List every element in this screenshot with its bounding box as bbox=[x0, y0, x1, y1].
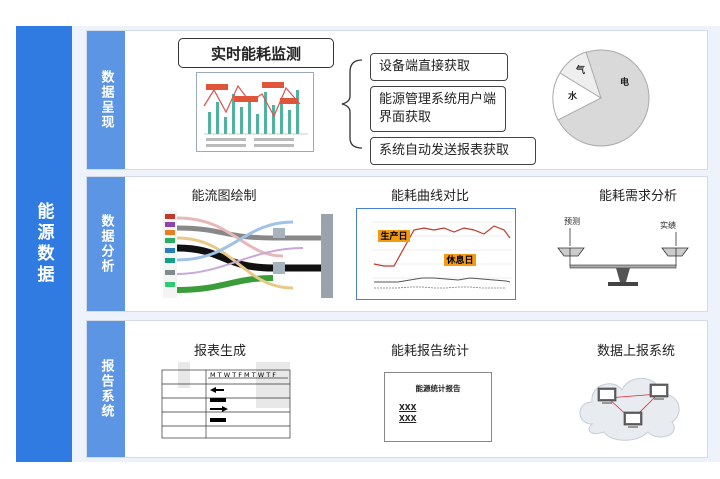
data-report-system-caption: 数据上报系统 bbox=[596, 344, 675, 359]
report-document-title: 能源统计报告 bbox=[415, 384, 461, 393]
monitor-chart-thumbnail bbox=[196, 72, 314, 152]
energy-flow-caption: 能流图绘制 bbox=[191, 189, 257, 204]
curve-compare-caption: 能耗曲线对比 bbox=[390, 189, 469, 204]
source-auto-report: 系统自动发送报表获取 bbox=[370, 137, 536, 165]
row-label-text: 数据分析 bbox=[98, 214, 114, 274]
sankey-diagram bbox=[163, 210, 333, 298]
actual-label: 实绩 bbox=[660, 220, 676, 230]
network-cloud-icon bbox=[579, 377, 680, 441]
rest-day-tag bbox=[444, 254, 476, 266]
report-document-line-2: XXX bbox=[399, 414, 417, 423]
source-bracket bbox=[341, 59, 363, 149]
row-label-analysis: 数据分析 bbox=[87, 177, 125, 311]
row-label-report: 报告系统 bbox=[87, 321, 125, 457]
gantt-report-table: M T W T F M T W T F bbox=[160, 360, 294, 440]
source-device: 设备端直接获取 bbox=[370, 53, 508, 81]
energy-pie-chart: 电 水 气 bbox=[552, 49, 650, 147]
pie-label-water: 水 bbox=[568, 90, 578, 102]
rest-day-label: 休息日 bbox=[445, 254, 473, 266]
pie-slice-water bbox=[552, 72, 603, 121]
production-day-tag bbox=[378, 230, 410, 242]
report-document-line-1: XXX bbox=[399, 403, 417, 412]
curve-compare-chart: 生产日 休息日 bbox=[356, 208, 516, 300]
balance-scale: 预测 实绩 bbox=[557, 216, 689, 286]
report-generation-caption: 报表生成 bbox=[193, 344, 246, 359]
row-label-text: 报告系统 bbox=[98, 359, 114, 419]
demand-analysis-caption: 能耗需求分析 bbox=[598, 189, 677, 204]
gantt-day-headers: M T W T F M T W T F bbox=[210, 371, 276, 379]
source-ems-client: 能源管理系统用户端界面获取 bbox=[370, 86, 506, 132]
sidebar-label: 能源数据 bbox=[33, 202, 54, 286]
report-document: 能源统计报告 XXX XXX bbox=[384, 372, 492, 442]
pie-slice-gas bbox=[559, 51, 602, 100]
production-day-label: 生产日 bbox=[380, 230, 407, 242]
report-statistics-caption: 能耗报告统计 bbox=[390, 344, 469, 359]
energy-data-sidebar: 能源数据 bbox=[16, 26, 72, 462]
pie-label-gas: 气 bbox=[575, 64, 585, 76]
row-label-text: 数据呈现 bbox=[98, 70, 114, 130]
forecast-label: 预测 bbox=[564, 216, 580, 226]
pie-label-electricity: 电 bbox=[620, 76, 629, 88]
realtime-monitor-title: 实时能耗监测 bbox=[178, 38, 334, 68]
row-label-presentation: 数据呈现 bbox=[87, 31, 125, 169]
